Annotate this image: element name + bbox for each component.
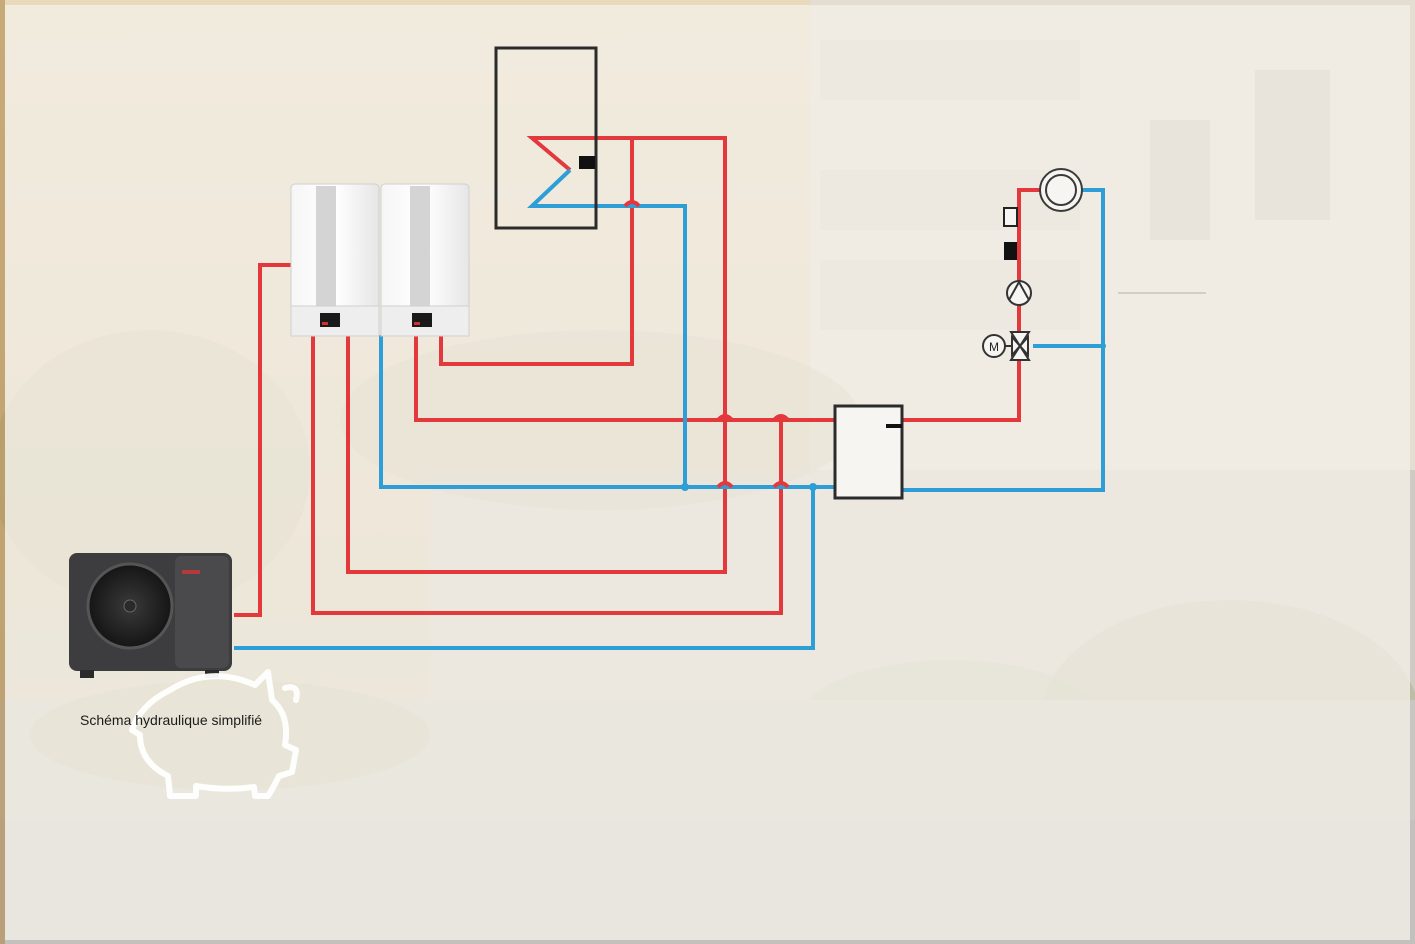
pipe-hop [716,414,734,422]
blue-pipe-hp-return [234,487,815,650]
hydraulic-module-left [290,183,380,337]
overlay-left-edge [0,0,5,944]
motor-letter: M [989,340,999,354]
red-pipe-hp-to-module [234,263,291,617]
pipe-junction [681,483,689,491]
pump-icon [1006,279,1032,306]
red-pipe-module-right-a [414,335,835,422]
pipes [234,136,1105,650]
blue-pipe-tank-return [526,168,687,487]
mixing-valve [1005,331,1031,361]
heat-pump-outdoor-unit [69,553,232,678]
red-pipe-module-left-b [346,136,727,574]
tank-sensor [579,156,595,169]
emitter-ring-icon [1039,168,1083,212]
red-pipe-module-left-a [311,335,783,615]
hydraulic-module-right [380,183,470,337]
pipe-junction [809,483,817,491]
motor-m-icon: M [982,334,1006,358]
sensor-outline [1003,207,1018,227]
pipe-junction [1100,343,1106,349]
pipe-hop [623,200,641,208]
buffer-sensor [886,424,902,428]
sensor-solid [1004,242,1017,260]
dhw-storage-tank [494,46,598,230]
overlay-panel [5,5,1410,940]
pipe-hop [772,414,790,422]
diagram-caption: Schéma hydraulique simplifié [80,712,263,728]
piggy-bank-icon [129,669,300,799]
pipe-hop [772,481,790,489]
red-pipe-module-right-b [439,136,634,366]
blue-pipe-buffer-return [902,188,1105,492]
buffer-tank [833,404,904,500]
pipe-hop [716,481,734,489]
